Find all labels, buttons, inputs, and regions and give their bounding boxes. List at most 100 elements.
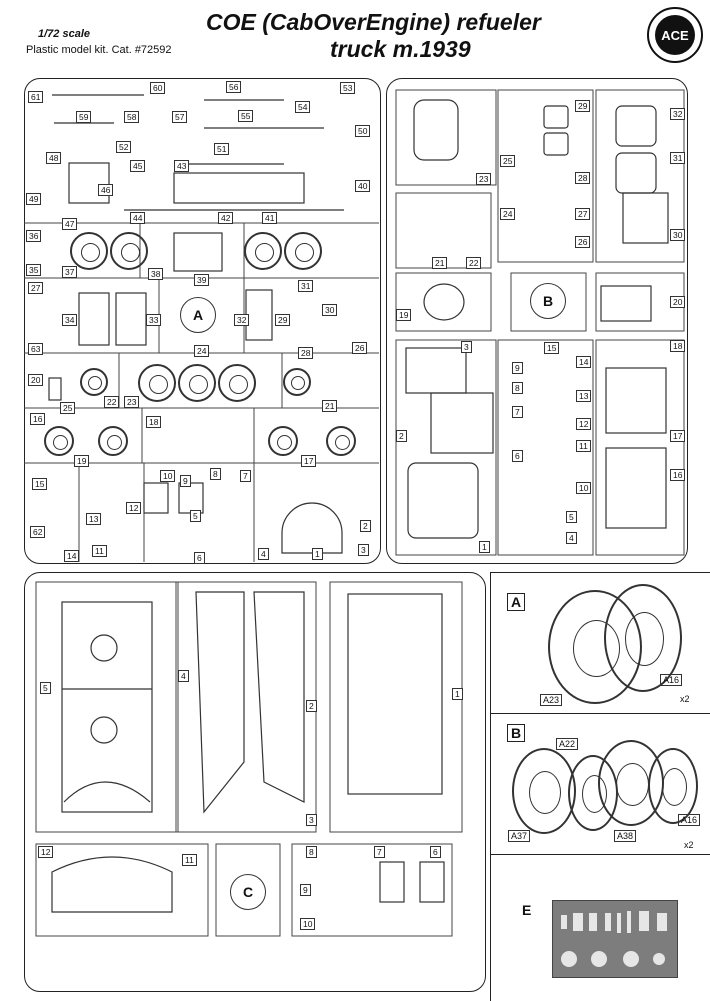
part-number: 11 [576,440,591,452]
part-number: 5 [190,510,201,522]
part-number: 6 [512,450,523,462]
part-number: 4 [258,548,269,560]
hub [98,426,128,456]
part-number: 25 [500,155,516,167]
svg-text:ACE: ACE [661,28,689,43]
part-number: 17 [301,455,317,467]
part-number: 13 [86,513,102,525]
part-number: 31 [670,152,686,164]
part-number: 7 [374,846,385,858]
part-number: 13 [576,390,592,402]
part-number: 7 [240,470,251,482]
part-number: 22 [466,257,482,269]
part-number: 55 [238,110,254,122]
part-number: 1 [312,548,323,560]
part-number: 24 [500,208,516,220]
part-number: 49 [26,193,42,205]
part-number: 43 [174,160,190,172]
part-number: 50 [355,125,371,137]
page-subtitle: truck m.1939 [330,36,471,62]
part-number: 7 [512,406,523,418]
part-number: 19 [396,309,412,321]
part-number: 11 [92,545,107,557]
part-number: 61 [28,91,44,103]
detail-a-marker: A [507,593,526,611]
part-number: 22 [104,396,120,408]
part-number: 8 [306,846,317,858]
part-number: 5 [40,682,51,694]
part-number: 23 [476,173,492,185]
sprue-c-frame [24,572,486,992]
part-number: 21 [322,400,338,412]
part-number: 36 [26,230,42,242]
part-number: 29 [275,314,291,326]
part-number: 10 [576,482,592,494]
part-number: 60 [150,82,166,94]
part-number: 45 [130,160,146,172]
part-label: A38 [614,830,637,842]
part-number: 2 [396,430,407,442]
part-number: 39 [194,274,210,286]
hub [648,748,698,824]
part-number: 52 [116,141,132,153]
part-number: 34 [62,314,78,326]
part-label: A22 [556,738,579,750]
part-number: 32 [234,314,250,326]
tire [284,232,322,270]
part-number: 35 [26,264,42,276]
part-number: 47 [62,218,78,230]
part-number: 6 [430,846,441,858]
kit-label: Plastic model kit. Cat. #72592 [26,44,172,56]
part-number: 1 [452,688,463,700]
part-number: 8 [512,382,523,394]
part-number: 58 [124,111,140,123]
page-title: COE (CabOverEngine) refueler [206,9,541,35]
part-number: 32 [670,108,686,120]
part-number: 15 [32,478,48,490]
part-number: 9 [180,475,191,487]
part-number: 9 [300,884,311,896]
photo-etch-sheet [552,900,678,978]
part-number: 31 [298,280,314,292]
part-label: A37 [508,830,531,842]
part-number: 2 [360,520,371,532]
part-number: 29 [575,100,591,112]
part-number: 6 [194,552,205,564]
part-label: A23 [540,694,563,706]
part-number: 30 [670,229,686,241]
sprue-b-marker: B [530,283,566,319]
part-number: 26 [575,236,591,248]
part-number: 51 [214,143,230,155]
part-number: 28 [575,172,591,184]
part-number: 37 [62,266,78,278]
part-number: 4 [566,532,577,544]
hub [326,426,356,456]
part-label: A16 [660,674,683,686]
tire [512,748,576,834]
part-number: 44 [130,212,146,224]
detail-b-marker: B [507,724,526,742]
detail-e-box [490,854,710,1001]
sprue-b-frame [386,78,688,564]
hub [44,426,74,456]
part-number: 2 [306,700,317,712]
part-number: 30 [322,304,338,316]
part-number: 5 [566,511,577,523]
part-number: 46 [98,184,114,196]
part-label: A16 [678,814,701,826]
part-number: 27 [28,282,44,294]
hub [268,426,298,456]
ace-logo-icon: ACE [647,7,703,63]
hub [604,584,682,692]
part-number: 15 [544,342,560,354]
part-number: 14 [576,356,592,368]
part-number: 16 [30,413,46,425]
hub [80,368,108,396]
part-number: 24 [194,345,210,357]
tire [138,364,176,402]
tire [178,364,216,402]
part-number: 59 [76,111,92,123]
part-number: 3 [461,341,472,353]
part-number: 12 [576,418,592,430]
part-number: 12 [38,846,54,858]
